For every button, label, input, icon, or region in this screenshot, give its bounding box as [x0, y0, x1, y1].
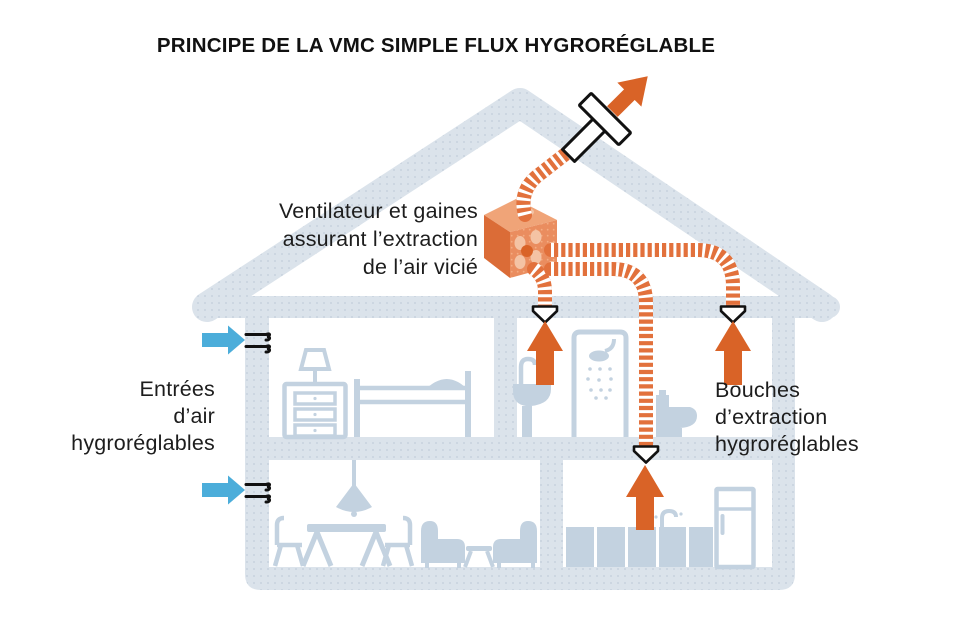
bathroom-furniture	[513, 329, 697, 437]
extraction-arrow-icon	[527, 321, 563, 385]
duct-roof-exhaust	[516, 142, 579, 222]
label-extraction-vents-line3: hygroréglables	[715, 432, 859, 456]
extraction-arrow-icon	[626, 465, 664, 530]
shower-drops	[586, 367, 613, 400]
label-air-inlets: Entrées d’air hygroréglables	[71, 376, 215, 457]
label-extraction-vents: Bouches d’extraction hygroréglables	[715, 377, 859, 458]
page-title: PRINCIPE DE LA VMC SIMPLE FLUX HYGRORÉGL…	[156, 34, 716, 57]
label-extraction-vents-line2: d’extraction	[715, 405, 828, 429]
extraction-arrow-icon	[715, 321, 751, 385]
kitchen-cabinets-icon	[566, 527, 713, 567]
duct-kitchen	[544, 262, 653, 453]
room-bedroom	[269, 318, 494, 437]
toilet-icon	[656, 390, 697, 437]
label-ventilator-line1: Ventilateur et gaines	[278, 199, 478, 223]
air-inlet-arrow-icon	[202, 475, 245, 505]
kitchen-faucet-icon	[654, 508, 683, 527]
sink-icon	[513, 356, 551, 437]
fridge-icon	[714, 486, 756, 570]
air-inlet-bottom	[202, 475, 271, 505]
duct-outlet-cap-icon	[531, 305, 559, 324]
duct-bathroom	[527, 262, 552, 312]
armchair-icon	[493, 521, 537, 568]
chair-icon	[380, 515, 415, 567]
living-furniture	[272, 460, 537, 568]
duct-wc	[544, 243, 740, 312]
air-inlet-top	[202, 325, 271, 355]
roof	[192, 88, 837, 322]
shower-icon	[571, 329, 629, 437]
duct-outlet-cap-icon	[719, 305, 747, 324]
dresser-icon	[282, 381, 348, 440]
side-table-icon	[463, 546, 495, 568]
label-extraction-vents-line1: Bouches	[715, 378, 801, 402]
duct-outlet-cap-icon	[632, 445, 660, 464]
air-inlet-grille-icon	[244, 332, 271, 354]
air-inlet-grille-icon	[244, 482, 271, 504]
label-air-inlets-line2: d’air	[173, 404, 215, 428]
air-inlet-arrow-icon	[202, 325, 245, 355]
label-ventilator-line3: de l’air vicié	[362, 255, 478, 279]
extraction-ducts	[516, 142, 740, 453]
table-lamp-icon	[298, 348, 332, 384]
bedroom-furniture	[282, 348, 471, 440]
label-ventilator-line2: assurant l’extraction	[282, 227, 478, 251]
label-ventilator: Ventilateur et gaines assurant l’extract…	[279, 197, 478, 281]
exhaust-arrow-icon	[607, 76, 648, 117]
rooms	[269, 318, 772, 567]
dining-table-icon	[300, 524, 393, 567]
kitchen-furniture	[566, 486, 756, 570]
pendant-lamp-icon	[336, 460, 372, 517]
armchair-icon	[421, 521, 465, 568]
bed-icon	[354, 371, 471, 437]
chair-icon	[272, 515, 306, 567]
label-air-inlets-line1: Entrées	[139, 377, 215, 401]
label-air-inlets-line3: hygroréglables	[71, 431, 215, 455]
roof-outlet	[561, 76, 648, 163]
